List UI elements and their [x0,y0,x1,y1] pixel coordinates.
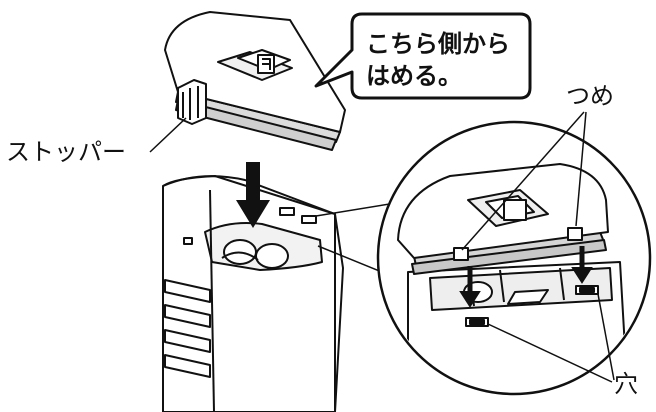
tabs-leader-line-right [575,111,587,227]
label-tabs: つめ [566,82,614,110]
callout-bubble: こちら側から はめる。 [314,12,532,100]
container-body [162,175,344,412]
holes-leader-line-right [597,293,615,381]
label-holes: 穴 [614,370,638,398]
filter-lid [164,11,346,151]
holes-leader-line-left [487,323,613,383]
label-stopper: ストッパー [6,138,126,166]
stopper-leader-line [149,117,187,153]
detail-arrows [459,246,593,308]
callout-line-1: こちら側から [366,30,510,58]
tabs-leader-line-left [461,111,585,251]
callout-line-2: はめる。 [366,62,462,90]
insert-arrow [236,162,270,228]
